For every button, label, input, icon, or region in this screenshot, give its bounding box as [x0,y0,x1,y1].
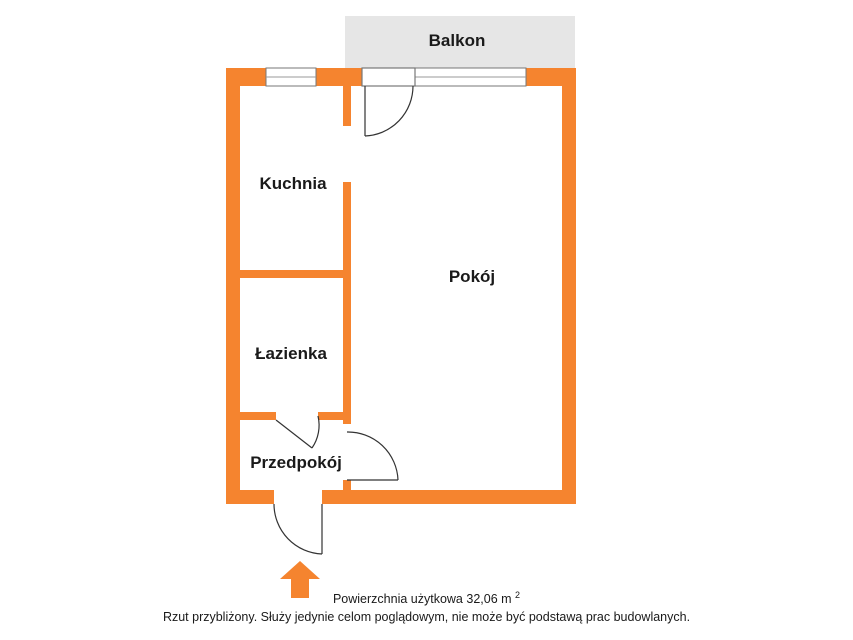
door-balcony [361,67,416,137]
walls [226,68,576,504]
hallway-label: Przedpokój [250,453,342,472]
wall-bath-hall-2 [318,412,351,420]
area-caption: Powierzchnia użytkowa 32,06 m 2 [100,590,753,606]
wall-partition [343,182,351,424]
door-bathroom [275,415,320,449]
living-room-label: Pokój [449,267,495,286]
wall-bath-hall-1 [240,412,276,420]
wall-top-1 [226,68,266,86]
door-living-room [346,431,399,481]
balcony [345,16,575,68]
wall-hall-stub [343,480,351,492]
bathroom-label: Łazienka [255,344,327,363]
kitchen-label: Kuchnia [259,174,327,193]
wall-kitchen-bath [240,270,345,278]
wall-kitchen-stub [343,86,351,126]
wall-top-2 [316,68,362,86]
wall-bottom-stub [322,490,350,504]
door-entrance [273,503,323,555]
disclaimer: Rzut przybliżony. Służy jedynie celom po… [162,610,691,624]
arrow-up-icon [280,561,320,598]
wall-bottom-left [226,490,274,504]
windows [265,67,527,87]
wall-top-3 [526,68,576,86]
wall-left [226,68,240,504]
area-unit-superscript: 2 [515,590,521,600]
balcony-label: Balkon [429,31,486,50]
wall-right [562,68,576,504]
area-text: Powierzchnia użytkowa 32,06 m [332,592,512,607]
doors [273,67,416,555]
wall-bottom-right [350,490,576,504]
